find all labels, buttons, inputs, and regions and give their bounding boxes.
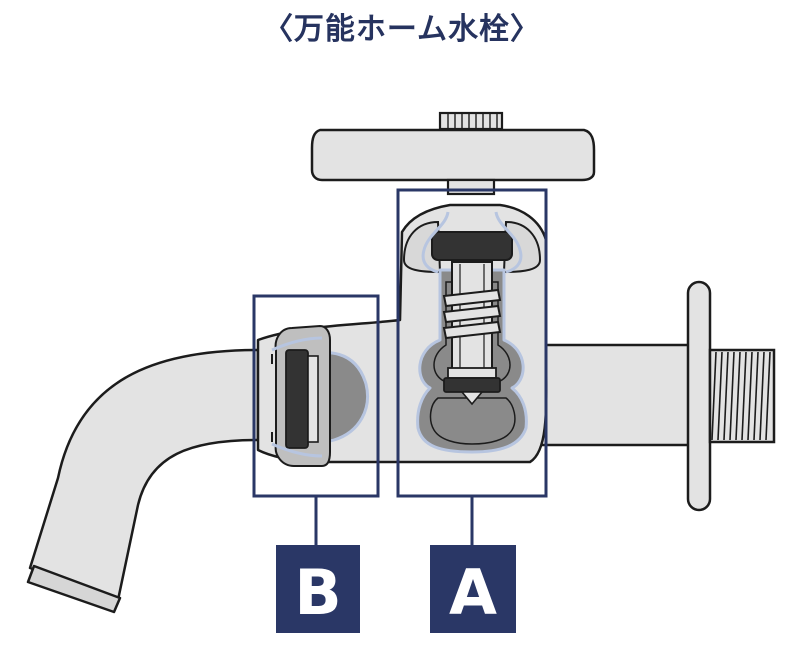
faucet-outlet-pipe (538, 343, 702, 447)
faucet-spout (28, 348, 260, 602)
valve-disc-tip (460, 391, 484, 406)
faucet-handle (310, 128, 596, 182)
callout-b-letter: B (294, 556, 341, 629)
seal-b-clip-top (271, 336, 323, 352)
spout-tip-ring (26, 564, 122, 614)
seal-b-clip-bottom (271, 442, 323, 458)
valve-lower-chamber (429, 397, 516, 445)
valve-top-packing (431, 231, 513, 261)
callout-b-tile (276, 545, 360, 633)
seal-b-gasket-dark (285, 349, 309, 449)
valve-seal-outline-left (421, 211, 450, 274)
thread-lines (711, 351, 771, 441)
seal-b-gasket-light (307, 355, 319, 443)
valve-seal-outline-right (494, 211, 523, 274)
mounting-flange (686, 280, 712, 512)
handle-knurled-cap (438, 111, 504, 131)
handle-stem (446, 178, 496, 196)
knurl-lines (447, 114, 498, 128)
callout-a-tile (430, 545, 516, 633)
callout-a-letter: A (449, 556, 497, 629)
diagram-title: 〈万能ホーム水栓〉 (262, 12, 542, 47)
valve-disc-washer (447, 367, 497, 379)
valve-disc-rubber (443, 377, 501, 393)
valve-spring (442, 288, 502, 340)
